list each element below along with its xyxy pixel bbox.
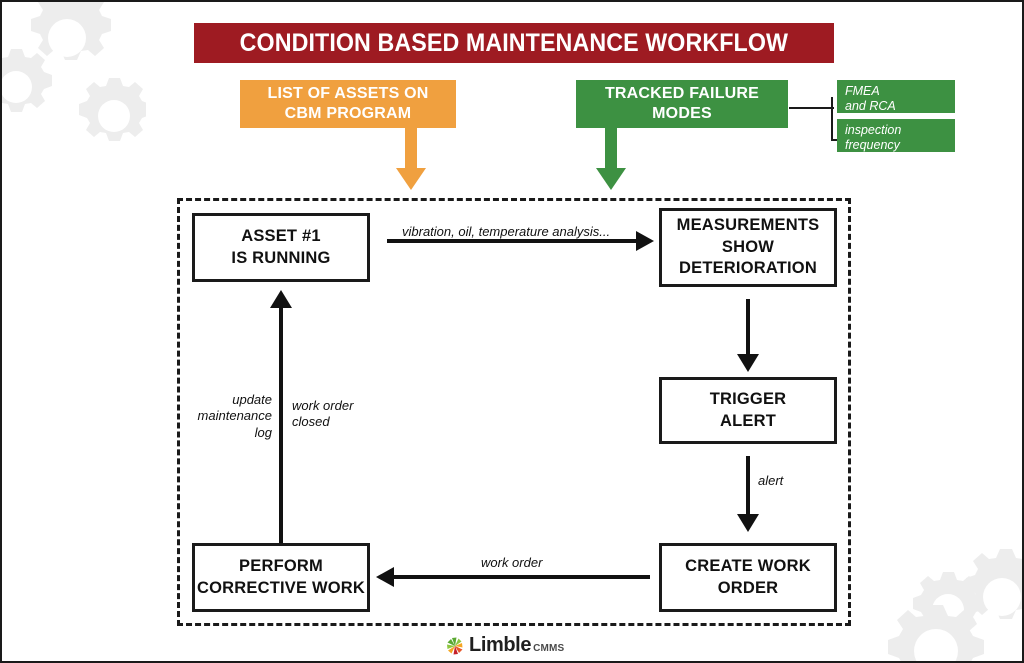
- edge-create-work-to-perform: [394, 575, 650, 579]
- node-create-work-order: CREATE WORK ORDER: [659, 543, 837, 612]
- side-note-fmea-rca-label: FMEA and RCA: [845, 84, 896, 114]
- limble-logo-text: Limble: [469, 634, 532, 656]
- side-note-connector-horizontal: [789, 107, 834, 109]
- page-title-banner: CONDITION BASED MAINTENANCE WORKFLOW: [194, 23, 834, 63]
- edge-perform-to-asset-arrowhead-icon: [270, 290, 292, 308]
- edge-asset-to-measure-arrowhead-icon: [636, 231, 654, 251]
- process-loop-container: [177, 198, 851, 626]
- limble-logo-suffix: CMMS: [533, 643, 565, 654]
- tracked-failure-modes-box: TRACKED FAILURE MODES: [576, 80, 788, 128]
- node-asset-running-label: ASSET #1 IS RUNNING: [231, 227, 331, 267]
- side-note-connector-branch: [831, 139, 839, 141]
- edge-asset-to-measure: [387, 239, 640, 243]
- side-note-inspection-frequency: inspection frequency: [837, 119, 955, 152]
- edge-label-work-order: work order: [481, 555, 543, 570]
- side-note-inspection-frequency-label: inspection frequency: [845, 123, 902, 153]
- edge-create-work-to-perform-arrowhead-icon: [376, 567, 394, 587]
- tracked-failure-modes-label: TRACKED FAILURE MODES: [604, 85, 760, 122]
- edge-label-alert: alert: [758, 473, 784, 488]
- node-measurements-show-deterioration: MEASUREMENTS SHOW DETERIORATION: [659, 208, 837, 287]
- limble-logo: Limble CMMS: [445, 634, 564, 657]
- list-of-assets-box: LIST OF ASSETS ON CBM PROGRAM: [240, 80, 456, 128]
- page-title: CONDITION BASED MAINTENANCE WORKFLOW: [239, 28, 789, 57]
- edge-label-update-maintenance-log: update maintenance log: [197, 392, 272, 440]
- limble-pinwheel-icon: [447, 637, 463, 654]
- node-perform-corrective-work: PERFORM CORRECTIVE WORK: [192, 543, 370, 612]
- node-create-work-order-label: CREATE WORK ORDER: [685, 557, 811, 597]
- gear-cluster-bottom-right-icon: [888, 549, 1022, 661]
- node-trigger-alert-label: TRIGGER ALERT: [709, 390, 787, 430]
- gear-cluster-top-left-icon: [2, 2, 146, 141]
- node-trigger-alert: TRIGGER ALERT: [659, 377, 837, 444]
- edge-label-vibration-analysis: vibration, oil, temperature analysis...: [402, 224, 611, 239]
- side-note-connector-vertical: [831, 97, 833, 141]
- edge-measure-to-trigger: [746, 299, 750, 359]
- edge-measure-to-trigger-arrowhead-icon: [737, 354, 759, 372]
- side-note-fmea-rca: FMEA and RCA: [837, 80, 955, 113]
- edge-label-work-order-closed: work order closed: [292, 398, 354, 430]
- edge-trigger-to-create-work-arrowhead-icon: [737, 514, 759, 532]
- list-of-assets-label: LIST OF ASSETS ON CBM PROGRAM: [267, 85, 429, 122]
- node-asset-running: ASSET #1 IS RUNNING: [192, 213, 370, 282]
- node-perform-corrective-work-label: PERFORM CORRECTIVE WORK: [197, 557, 365, 597]
- edge-trigger-to-create-work: [746, 456, 750, 519]
- edge-perform-to-asset: [279, 307, 283, 543]
- node-measurements-label: MEASUREMENTS SHOW DETERIORATION: [676, 216, 820, 278]
